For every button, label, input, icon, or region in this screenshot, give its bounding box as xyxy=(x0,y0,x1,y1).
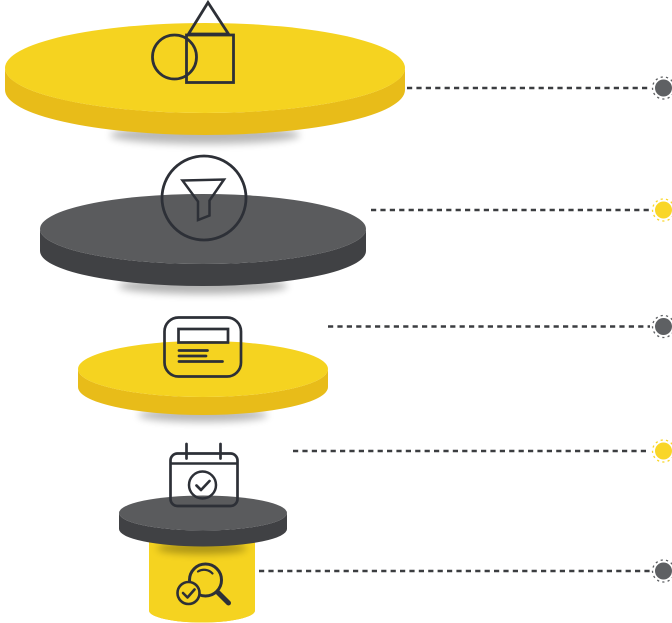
connector-dot xyxy=(655,442,672,460)
search-check-circle xyxy=(176,580,201,606)
search-check-icon xyxy=(176,562,231,606)
connector-dot xyxy=(655,79,672,97)
connector-dot-ring xyxy=(651,198,672,222)
disc-face xyxy=(5,23,405,113)
card-header-box xyxy=(177,327,230,344)
connector-dot xyxy=(655,562,672,580)
funnel-level-1 xyxy=(5,0,405,144)
calendar-outline xyxy=(169,452,239,508)
connector-dot xyxy=(655,318,672,335)
disc-face xyxy=(78,341,328,397)
connector-dot-ring xyxy=(651,439,672,463)
calendar-check-icon xyxy=(169,442,239,508)
disc-rim xyxy=(119,513,287,547)
shapes-icon xyxy=(151,0,235,84)
connector-3 xyxy=(328,314,672,339)
connector-layer xyxy=(259,76,672,583)
connector-4 xyxy=(293,439,672,463)
circle-icon xyxy=(151,33,198,81)
calendar-check-circle xyxy=(187,470,218,500)
magnifier-lens xyxy=(188,562,223,598)
funnel-icon-glyph xyxy=(180,178,227,222)
funnel-icon xyxy=(160,154,248,242)
magnifier-glint xyxy=(196,568,214,575)
connector-5 xyxy=(259,559,672,583)
disc-rim xyxy=(5,68,405,135)
disc-face xyxy=(119,495,287,531)
card-text-icon xyxy=(163,316,243,378)
funnel-level-4 xyxy=(119,442,287,554)
connector-dot-ring xyxy=(651,76,672,100)
funnel-icon-circle xyxy=(160,154,248,242)
connector-2 xyxy=(371,198,672,222)
disc-rim xyxy=(40,229,366,286)
connector-1 xyxy=(407,76,672,100)
funnel-level-2 xyxy=(40,154,366,294)
disc-rim xyxy=(78,369,328,415)
card-outline xyxy=(163,316,243,378)
square-icon xyxy=(185,33,235,84)
connector-dot-ring xyxy=(651,559,672,583)
search-check-mark xyxy=(181,588,196,599)
connector-dot-ring xyxy=(651,314,672,339)
magnifier-handle xyxy=(215,590,231,606)
disc-face xyxy=(40,194,366,264)
funnel-level-3 xyxy=(78,316,328,422)
calendar-check-mark xyxy=(195,479,211,492)
connector-dot xyxy=(655,201,672,219)
